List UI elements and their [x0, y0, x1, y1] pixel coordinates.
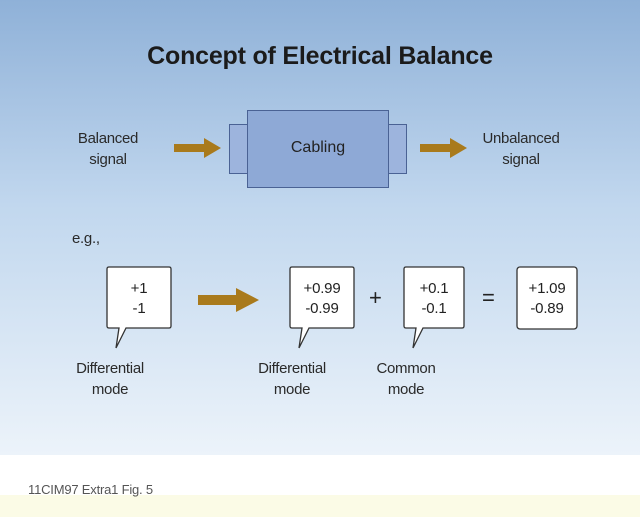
figure-caption: 11CIM97 Extra1 Fig. 5 [28, 482, 153, 497]
input-arrow [174, 138, 221, 158]
mode-label-1-line-1: Differential [76, 360, 144, 377]
bubble-2-line-2: -0.99 [305, 300, 339, 317]
plus-operator: + [369, 285, 382, 310]
cabling-right-cap [387, 124, 407, 174]
cabling-block: Cabling [247, 110, 389, 188]
example-arrow [198, 288, 259, 312]
bubble-3-line-2: -0.1 [421, 300, 447, 317]
bubble-1-values: +1 -1 [106, 279, 172, 319]
unbalanced-signal-line-1: Unbalanced [482, 130, 560, 147]
result-values: +1.09 -0.89 [516, 279, 578, 319]
cabling-label: Cabling [290, 139, 346, 156]
mode-label-2-line-1: Differential [258, 360, 326, 377]
unbalanced-signal-label: Unbalanced signal [466, 128, 576, 170]
diagram-title: Concept of Electrical Balance [147, 42, 493, 70]
balanced-signal-line-2: signal [89, 151, 127, 168]
output-arrow [420, 138, 467, 158]
bubble-1-line-2: -1 [132, 300, 146, 317]
mode-label-1-line-2: mode [91, 381, 129, 398]
caption-strip [0, 455, 640, 517]
speech-bubble-2 [289, 266, 355, 349]
bubble-2-values: +0.99 -0.99 [289, 279, 355, 319]
equals-operator: = [482, 285, 495, 310]
result-line-1: +1.09 [528, 280, 566, 297]
unbalanced-signal-line-2: signal [502, 151, 540, 168]
result-line-2: -0.89 [530, 300, 564, 317]
mode-label-2-line-2: mode [273, 381, 311, 398]
mode-label-3-line-1: Common [376, 360, 436, 377]
speech-bubble-3 [403, 266, 465, 349]
result-box [516, 266, 578, 330]
common-mode-label: Common mode [356, 358, 456, 400]
differential-mode-label-1: Differential mode [60, 358, 160, 400]
differential-mode-label-2: Differential mode [242, 358, 342, 400]
mode-label-3-line-2: mode [387, 381, 425, 398]
bubble-1-line-1: +1 [130, 280, 148, 297]
balanced-signal-label: Balanced signal [58, 128, 158, 170]
bubble-3-values: +0.1 -0.1 [403, 279, 465, 319]
cabling-left-cap [229, 124, 249, 174]
diagram-panel [0, 0, 640, 455]
example-label: e.g., [72, 230, 100, 247]
speech-bubble-1 [106, 266, 172, 349]
bubble-2-line-1: +0.99 [303, 280, 341, 297]
balanced-signal-line-1: Balanced [77, 130, 139, 147]
bubble-3-line-1: +0.1 [419, 280, 449, 297]
